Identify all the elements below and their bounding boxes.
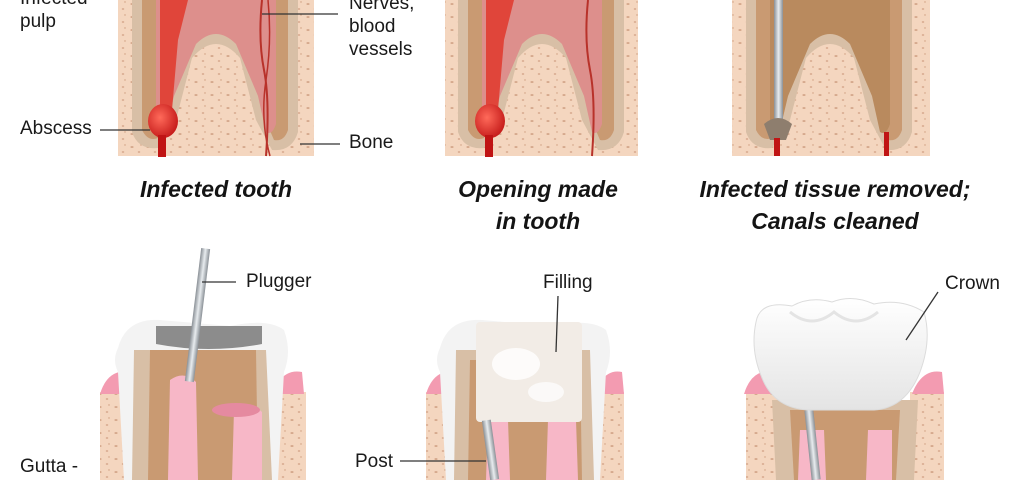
caption-step1-line1: Infected tooth xyxy=(139,176,293,202)
label-crown: Crown xyxy=(945,273,1000,294)
post xyxy=(804,409,821,480)
caption-infected-tooth: Infected tooth xyxy=(116,173,316,205)
panel-tissue-removed xyxy=(732,0,930,156)
leader-filling xyxy=(555,295,559,353)
panel-infected-tooth xyxy=(100,0,340,157)
caption-tissue-removed: Infected tissue removed; Canals cleaned xyxy=(680,173,990,237)
abscess xyxy=(148,104,178,138)
label-nerves-line3: vessels xyxy=(349,39,413,60)
caption-opening-made: Opening made in tooth xyxy=(430,173,646,237)
panel-filling xyxy=(400,295,624,480)
label-post: Post xyxy=(355,451,394,472)
pulp-canal xyxy=(156,0,276,133)
label-infected-pulp-line2: pulp xyxy=(20,11,56,32)
label-plugger: Plugger xyxy=(246,271,312,292)
cavity-opening xyxy=(156,326,262,349)
label-nerves-line1: Nerves, xyxy=(349,0,415,14)
panel-opening-made xyxy=(445,0,638,157)
caption-step3-line1: Infected tissue removed; xyxy=(699,176,971,202)
label-bone: Bone xyxy=(349,132,394,153)
label-nerves-blood-vessels: Nerves, blood vessels xyxy=(349,0,414,61)
label-infected-pulp-line1: Infected xyxy=(20,0,88,10)
label-infected-pulp: Infected pulp xyxy=(20,0,88,33)
label-gutta: Gutta - xyxy=(20,456,79,477)
abscess xyxy=(475,104,505,138)
label-filling: Filling xyxy=(543,272,593,293)
label-nerves-line2: blood xyxy=(349,16,396,37)
panel-plugger xyxy=(100,248,306,480)
label-abscess: Abscess xyxy=(20,118,92,139)
post xyxy=(481,419,500,480)
panel-crown xyxy=(744,291,944,480)
caption-step2-line2: in tooth xyxy=(495,208,581,234)
clean-canal xyxy=(770,0,890,133)
caption-step2-line1: Opening made xyxy=(458,176,618,202)
infected-pulp xyxy=(160,0,188,110)
caption-step3-line2: Canals cleaned xyxy=(751,208,919,234)
pulp-canal xyxy=(482,0,602,133)
gutta-percha xyxy=(168,375,198,480)
nerve-lines xyxy=(259,0,269,157)
canal-file xyxy=(774,0,783,128)
leader-crown xyxy=(905,291,939,341)
